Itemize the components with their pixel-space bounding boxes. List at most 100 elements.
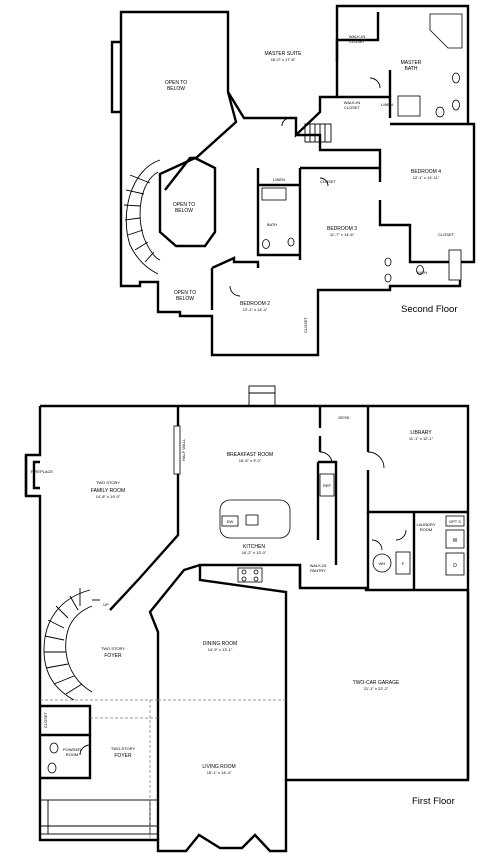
front-porch bbox=[39, 799, 159, 835]
bath-left-toilet bbox=[262, 239, 270, 249]
pantry-l2: PANTRY bbox=[310, 568, 326, 573]
bedroom3-dim: 11'-7" x 14'-6" bbox=[330, 232, 355, 237]
wall-walkin-top bbox=[335, 12, 380, 62]
dining-name: DINING ROOM bbox=[203, 641, 237, 647]
half-wall-label: HALF WALL bbox=[181, 438, 186, 461]
walkin-closet-top-1: WALK-IN bbox=[349, 34, 366, 39]
washer-label: W bbox=[453, 538, 458, 544]
open-to-below-2-a: OPEN TO bbox=[173, 202, 195, 208]
foyer-boundaries bbox=[40, 699, 286, 840]
bath-right-sink-1 bbox=[384, 257, 392, 267]
walkin-closet-top-2: CLOSET bbox=[349, 39, 366, 44]
family-l2: FAMILY ROOM bbox=[91, 488, 125, 494]
closet-b2-label: CLOSET bbox=[303, 316, 308, 333]
open-to-below-1-b: BELOW bbox=[167, 86, 185, 92]
stair-outer-curve bbox=[125, 159, 161, 275]
wall-bed4 bbox=[378, 200, 460, 264]
closet-b3-label: CLOSET bbox=[320, 179, 337, 184]
master-tub bbox=[429, 13, 463, 49]
family-l1: TWO STORY bbox=[96, 480, 120, 485]
open-to-below-1-a: OPEN TO bbox=[165, 80, 187, 86]
breakfast-dim: 16'-5" x 9'-0" bbox=[239, 458, 262, 463]
bedroom2-dim: 12'-1" x 14'-4" bbox=[243, 307, 268, 312]
stair1-outer bbox=[43, 589, 91, 701]
bedroom4-dim: 12'-1" x 14'-11" bbox=[413, 175, 440, 180]
master-toilet bbox=[435, 106, 445, 118]
library-dim: 11'-1" x 12'-1" bbox=[409, 436, 434, 441]
wall-library bbox=[366, 406, 468, 514]
furnace bbox=[395, 551, 411, 575]
living-name: LIVING ROOM bbox=[202, 764, 235, 770]
bath-right-label: BATH bbox=[417, 270, 427, 275]
foyer-lower-l2: FOYER bbox=[114, 753, 132, 759]
wall-stair-gallery bbox=[164, 91, 238, 191]
breakfast-name: BREAKFAST ROOM bbox=[227, 452, 273, 458]
powder-sink bbox=[49, 742, 59, 754]
linen-top-label: LINEN bbox=[381, 102, 393, 107]
bay-window-upper bbox=[110, 40, 121, 114]
stair1-inner bbox=[65, 605, 93, 693]
wall-dining-angled bbox=[148, 563, 201, 700]
bath-right-sink-2 bbox=[384, 273, 392, 283]
ref-label: REF bbox=[323, 483, 332, 488]
powder-l2: ROOM bbox=[66, 752, 78, 757]
living-dim: 15'-1" x 14'-4" bbox=[207, 770, 232, 775]
fireplace-label: FIREPLACE bbox=[31, 469, 54, 474]
wall-powder bbox=[40, 704, 92, 780]
open-to-below-well bbox=[158, 156, 217, 248]
linen-mid-label: LINEN bbox=[273, 177, 285, 182]
open-to-below-2-b: BELOW bbox=[175, 208, 193, 214]
wall-bed3 bbox=[298, 166, 380, 260]
foyer-lower-l1: TWO-STORY bbox=[111, 746, 136, 751]
dw-label: DW bbox=[227, 519, 234, 524]
kitchen-name: KITCHEN bbox=[243, 544, 265, 550]
door-swings-lower bbox=[79, 451, 407, 756]
open-to-below-3-a: OPEN TO bbox=[174, 290, 196, 296]
dining-dim: 14'-9" x 13'-1" bbox=[208, 647, 233, 652]
foyer-upper-l1: TWO STORY bbox=[101, 646, 125, 651]
island-sink bbox=[245, 514, 259, 526]
bath-left-sink bbox=[287, 237, 295, 247]
refrigerator bbox=[319, 473, 335, 497]
cooktop bbox=[237, 567, 263, 583]
master-shower bbox=[397, 95, 421, 117]
furnace-label: F bbox=[402, 561, 405, 566]
walkin-closet-mid-2: CLOSET bbox=[344, 105, 361, 110]
pantry-l1: WALK-IN bbox=[310, 563, 327, 568]
second-floor-title: Second Floor bbox=[401, 304, 458, 315]
garage-dim: 21'-1" x 22'-2" bbox=[364, 686, 389, 691]
master-sink-1 bbox=[452, 72, 460, 84]
bath-left-label: BATH bbox=[267, 222, 277, 227]
dishwasher bbox=[221, 515, 239, 527]
bath-right-tub bbox=[448, 249, 462, 281]
opt-sink bbox=[445, 515, 465, 527]
bath-left-tub bbox=[261, 187, 287, 201]
garage-name: TWO-CAR GARAGE bbox=[353, 680, 400, 686]
first-floor-plan: FIREPLACE TWO STORY FAMILY ROOM 14'-8" x… bbox=[24, 385, 470, 853]
desk-label: DESK bbox=[339, 415, 350, 420]
second-floor-outline bbox=[119, 4, 476, 357]
laundry-name-1: LAUNDRY bbox=[416, 522, 435, 527]
wh-label: WH bbox=[379, 561, 386, 566]
master-suite-name: MASTER SUITE bbox=[265, 51, 303, 57]
master-bath-name-1: MASTER bbox=[401, 60, 422, 66]
half-wall bbox=[173, 425, 181, 475]
closet-b4-label: CLOSET bbox=[438, 232, 455, 237]
wall-family-kitchen bbox=[109, 406, 180, 611]
hall-stair bbox=[304, 123, 332, 143]
master-bath-name-2: BATH bbox=[405, 66, 418, 72]
family-dim: 14'-8" x 19'-0" bbox=[96, 494, 121, 499]
wall-bed2 bbox=[210, 256, 260, 310]
kitchen-dim: 16'-2" x 13'-0" bbox=[242, 550, 267, 555]
powder-l1: POWDER bbox=[63, 747, 81, 752]
walkin-closet-mid-1: WALK-IN bbox=[344, 100, 361, 105]
fireplace-hearth bbox=[24, 455, 40, 496]
water-heater bbox=[372, 553, 392, 573]
wall-laundry bbox=[366, 512, 416, 590]
foyer-upper-l2: FOYER bbox=[104, 653, 122, 659]
dryer-label: D bbox=[453, 563, 457, 569]
master-sink-2 bbox=[452, 99, 460, 111]
powder-toilet bbox=[47, 762, 57, 774]
wall-pantry bbox=[298, 460, 338, 588]
first-floor-title: First Floor bbox=[412, 796, 455, 807]
